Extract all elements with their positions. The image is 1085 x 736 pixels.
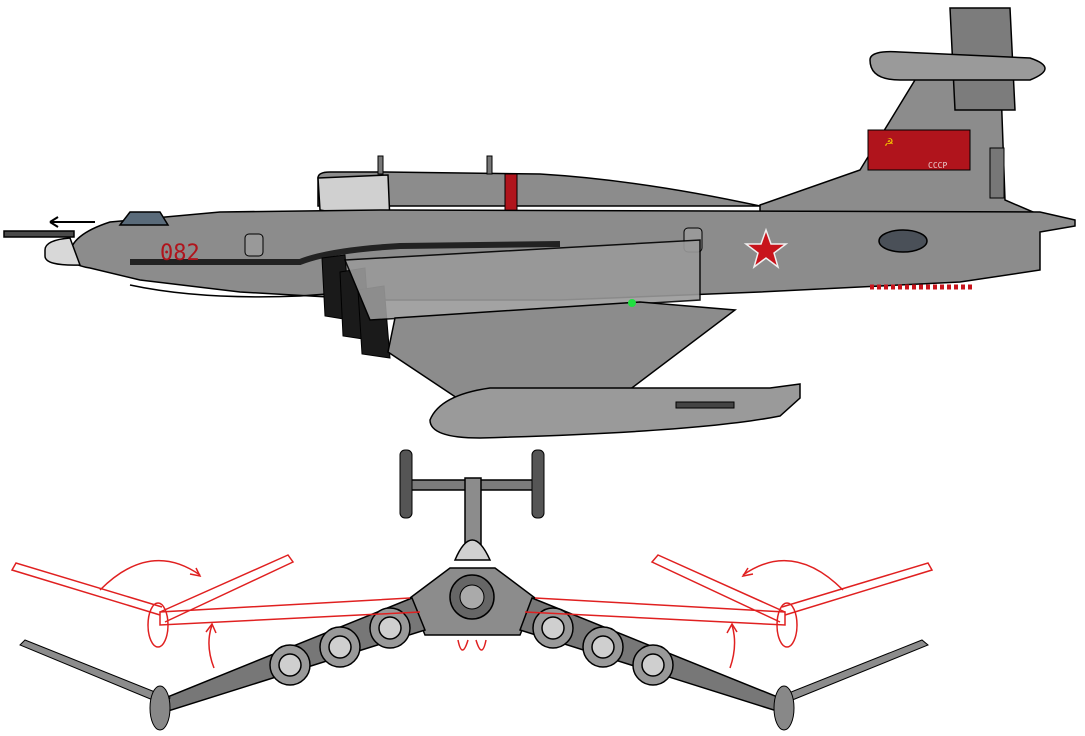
front-hull-inner (459, 584, 485, 610)
front-wingtip-float-left (149, 685, 171, 731)
float-vent (675, 401, 735, 409)
tail-pod (869, 50, 1046, 81)
nose-cone (44, 237, 82, 266)
tail-rudder (989, 147, 1005, 199)
dorsal-antenna-1 (377, 155, 384, 175)
door-1 (244, 233, 264, 257)
hull-window (878, 229, 928, 253)
gun-antenna (49, 216, 95, 228)
lower-hull (129, 284, 381, 298)
wing-fold-diagram (10, 554, 934, 669)
front-engines (269, 607, 674, 686)
hammer-sickle-icon: ☭ (884, 136, 894, 149)
front-tail-pod-left (399, 449, 413, 519)
canopy (118, 211, 170, 226)
nose-gun (3, 230, 75, 238)
front-outer-wing-left (19, 639, 171, 706)
front-fuselage-top (453, 539, 492, 561)
side-view: ☭ CCCP 082 (3, 7, 1076, 439)
dorsal-antenna-2 (486, 155, 493, 175)
front-wingtip-float-right (773, 685, 795, 731)
side-stripe (130, 241, 561, 265)
dorsal-red-band (504, 173, 518, 215)
tail-text: CCCP (928, 161, 947, 170)
ventral-float (429, 383, 801, 439)
front-tail-pod-right (531, 449, 545, 519)
front-view (10, 449, 934, 731)
dorsal-pod (317, 171, 761, 207)
engines (321, 239, 701, 359)
red-star-icon (743, 227, 789, 269)
front-red-detail (457, 639, 487, 651)
nav-light (628, 299, 636, 307)
tail-red-band (867, 129, 971, 171)
front-outer-wing-right (775, 639, 929, 706)
hull-number: 082 (160, 241, 200, 266)
